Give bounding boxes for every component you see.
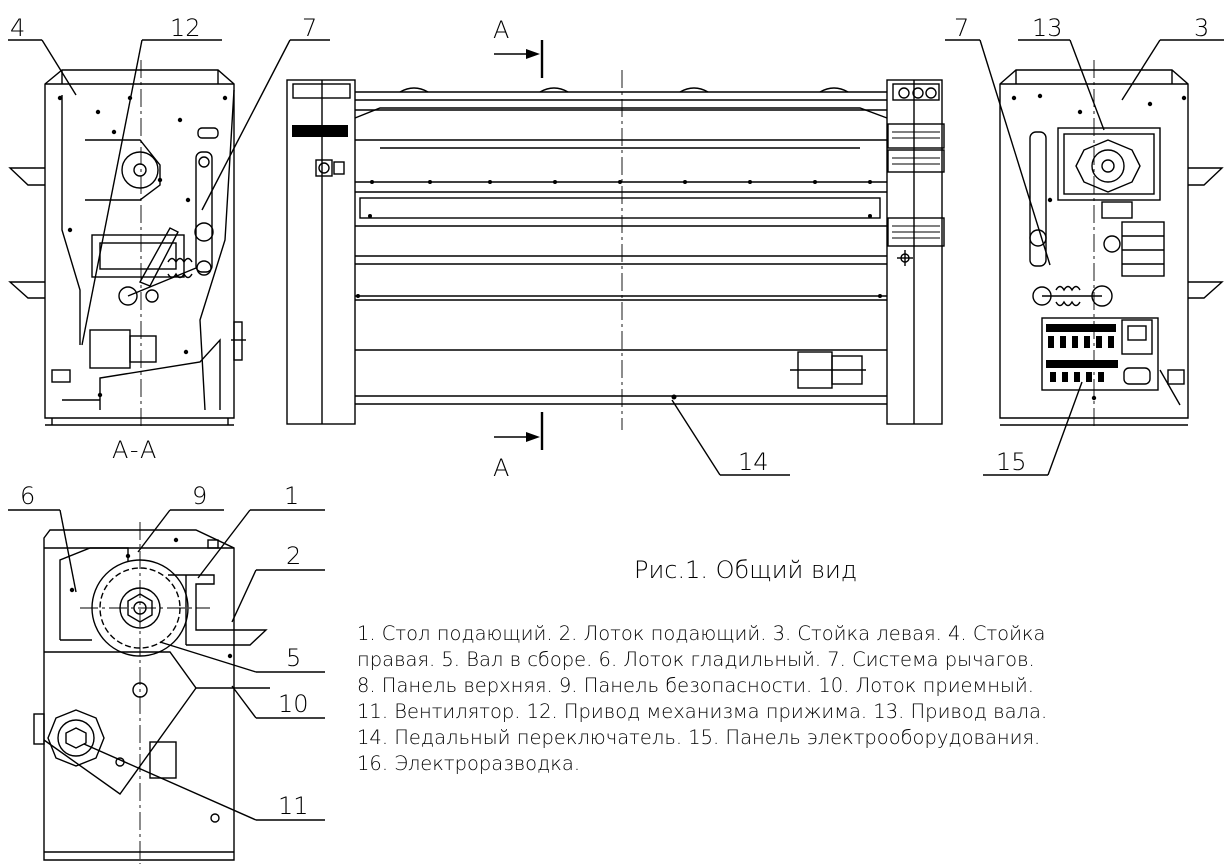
callout-leaders <box>8 39 1224 821</box>
callout-2: 2 <box>286 542 301 570</box>
legend-line: 16. Электроразводка. <box>357 752 580 775</box>
callout-3: 3 <box>1194 14 1209 42</box>
figure-caption: Рис.1. Общий вид <box>634 556 857 584</box>
section-letter-bottom: A <box>493 454 509 482</box>
callout-5: 5 <box>286 644 301 672</box>
callout-13: 13 <box>1032 14 1063 42</box>
left-side-view <box>8 60 246 428</box>
section-aa-view <box>33 522 270 864</box>
legend-line: 8. Панель верхняя. 9. Панель безопасност… <box>357 674 1034 697</box>
legend-line: 1. Стол подающий. 2. Лоток подающий. 3. … <box>357 622 1045 645</box>
callout-6: 6 <box>20 482 35 510</box>
right-side-view <box>999 60 1224 428</box>
front-view <box>286 70 945 430</box>
callout-7-left: 7 <box>302 14 317 42</box>
section-letter-top: A <box>493 16 509 44</box>
callout-10: 10 <box>278 690 309 718</box>
callout-7-right: 7 <box>954 14 969 42</box>
callout-14: 14 <box>738 448 769 476</box>
callout-12: 12 <box>170 14 201 42</box>
section-mark <box>494 40 544 450</box>
callout-11: 11 <box>278 792 309 820</box>
legend-line: правая. 5. Вал в сборе. 6. Лоток гладиль… <box>357 648 1035 671</box>
callout-15: 15 <box>996 448 1027 476</box>
legend-line: 11. Вентилятор. 12. Привод механизма при… <box>357 700 1047 723</box>
legend-line: 14. Педальный переключатель. 15. Панель … <box>357 726 1040 749</box>
callout-1: 1 <box>284 482 299 510</box>
callout-4: 4 <box>10 14 25 42</box>
callout-9: 9 <box>192 482 207 510</box>
section-label-aa: A-A <box>112 436 158 464</box>
